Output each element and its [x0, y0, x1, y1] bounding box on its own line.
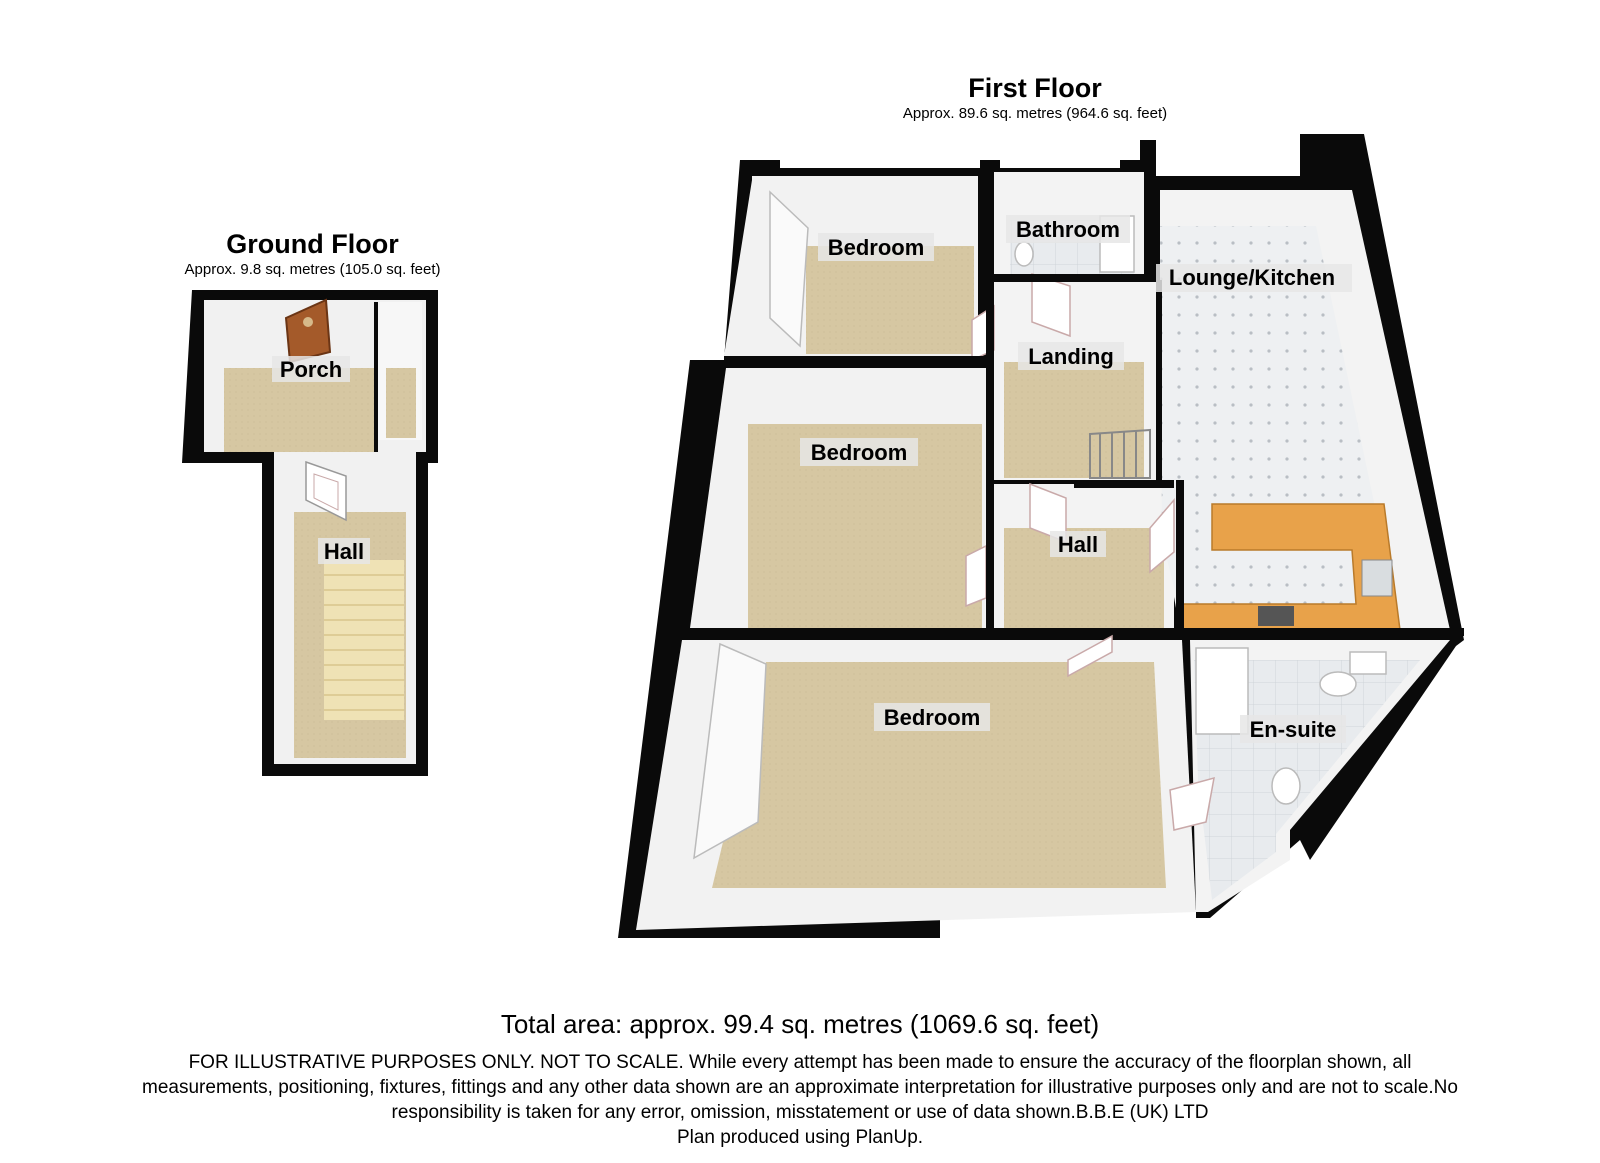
floor-plan: Porch Hall — [182, 134, 1464, 938]
disclaimer-line: measurements, positioning, fixtures, fit… — [142, 1077, 1458, 1098]
ground-floor-area: Approx. 9.8 sq. metres (105.0 sq. feet) — [184, 261, 441, 278]
room-label-bathroom: Bathroom — [1016, 217, 1120, 242]
ground-stairs — [324, 560, 404, 720]
front-door — [284, 298, 332, 364]
en-suite-toilet — [1319, 671, 1357, 697]
kitchen-sink — [1361, 559, 1393, 597]
landing-floor — [1004, 362, 1144, 478]
bedroom-1-floor — [806, 246, 974, 354]
first-floor-header: First Floor Approx. 89.6 sq. metres (964… — [880, 72, 1190, 124]
footer: Total area: approx. 99.4 sq. metres (106… — [0, 1008, 1600, 1150]
disclaimer-line: responsibility is taken for any error, o… — [391, 1102, 1209, 1123]
kitchen-hob — [1258, 606, 1294, 626]
room-label-bedroom-top: Bedroom — [828, 235, 925, 260]
interior-walls — [680, 168, 1464, 768]
bedroom-3-floor — [712, 662, 1166, 888]
ground-floor-header: Ground Floor Approx. 9.8 sq. metres (105… — [150, 228, 475, 280]
disclaimer-line: Plan produced using PlanUp. — [676, 1127, 924, 1148]
first-floor-title: First Floor — [968, 73, 1102, 103]
disclaimer-line: FOR ILLUSTRATIVE PURPOSES ONLY. NOT TO S… — [188, 1052, 1412, 1073]
ground-floor-title: Ground Floor — [226, 229, 399, 259]
room-label-lounge-kitchen: Lounge/Kitchen — [1169, 265, 1335, 290]
bedroom-3-door — [1067, 634, 1113, 678]
room-label-bedroom-bottom: Bedroom — [884, 705, 981, 730]
room-label-landing: Landing — [1028, 344, 1114, 369]
room-label-ground-hall: Hall — [324, 539, 364, 564]
first-floor-plan: Bedroom Bathroom Lounge/Kitchen Landing … — [618, 134, 1464, 938]
total-area: Total area: approx. 99.4 sq. metres (106… — [500, 1009, 1100, 1039]
room-label-en-suite: En-suite — [1250, 717, 1337, 742]
room-label-bedroom-middle: Bedroom — [811, 440, 908, 465]
disclaimer: FOR ILLUSTRATIVE PURPOSES ONLY. NOT TO S… — [5, 1050, 1595, 1150]
landing-stair-rail — [1089, 428, 1151, 479]
en-suite-shower — [1195, 647, 1249, 735]
bedroom-2-door — [965, 544, 987, 608]
bedroom-3-wardrobe — [693, 642, 767, 860]
en-suite-door — [1169, 776, 1215, 831]
room-label-first-hall: Hall — [1058, 532, 1098, 557]
bedroom-1-wardrobe — [769, 190, 809, 348]
porch-cupboard-floor — [386, 368, 416, 438]
bathroom-toilet — [1014, 241, 1034, 267]
first-floor-area: Approx. 89.6 sq. metres (964.6 sq. feet) — [902, 105, 1168, 122]
en-suite-basin — [1271, 767, 1301, 805]
room-label-porch: Porch — [280, 357, 342, 382]
ground-hall-door — [305, 460, 347, 522]
lounge-kitchen-door — [1149, 497, 1175, 574]
ground-floor-plan: Porch Hall — [182, 290, 438, 776]
